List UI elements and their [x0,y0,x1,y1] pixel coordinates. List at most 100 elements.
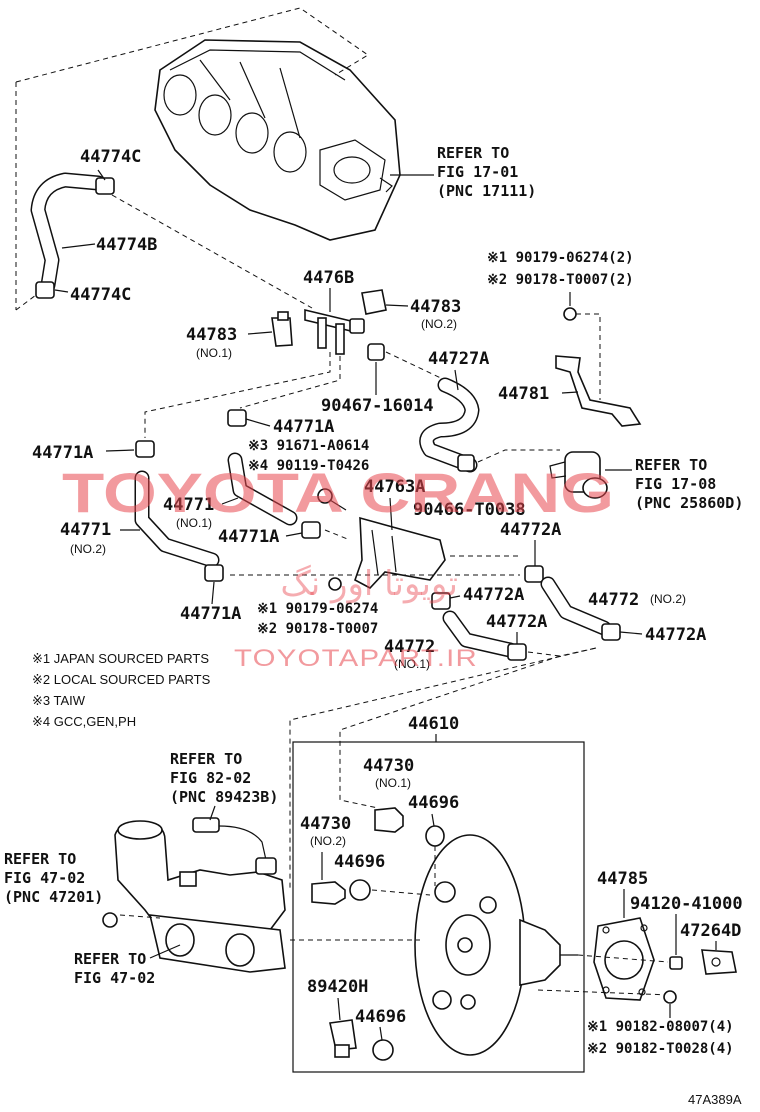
label-4476b: 4476B [303,268,354,288]
label-44772-no2: 44772 [588,590,639,610]
footnote-4: ※4 GCC,GEN,PH [32,714,136,729]
ref-fig-17-08-line3: (PNC 25860D) [635,494,743,512]
label-44771-left-sub: (NO.2) [70,542,106,556]
ref-fig-47-02-a-line3: (PNC 47201) [4,888,103,906]
brake-booster [414,834,578,1056]
label-44771a-bottom: 44771A [180,604,241,624]
ref-fig-47-02-b-line1: REFER TO [74,950,146,968]
note-90179-b: ※1 90179-06274 [257,601,378,617]
ref-fig-17-01-line3: (PNC 17111) [437,182,536,200]
label-44730-no2-sub: (NO.2) [310,834,346,848]
label-44772-no2-sub: (NO.2) [650,592,686,606]
label-44774c-top: 44774C [80,147,141,167]
label-44730-no1: 44730 [363,756,414,776]
footnote-3: ※3 TAIW [32,693,86,708]
ref-fig-82-02-line2: FIG 82-02 [170,769,251,787]
ref-fig-17-01-line2: FIG 17-01 [437,163,518,181]
vacuum-sensor-89420h [329,1019,357,1058]
label-44771a-center: 44771A [218,527,279,547]
label-44696-b: 44696 [334,852,385,872]
label-44696-c: 44696 [355,1007,406,1027]
hose-44771-no2 [134,470,224,582]
footnote-1: ※1 JAPAN SOURCED PARTS [32,651,209,666]
grommet-44696-b [349,879,371,901]
label-90466-t0038: 90466-T0038 [413,500,526,520]
grommet-44696-c [372,1039,394,1061]
bolt-note-90178: ※2 90178-T0007(2) [487,272,634,288]
hose-44771-no1 [227,452,298,526]
label-44774b: 44774B [96,235,157,255]
label-44783-no2: 44783 [410,297,461,317]
intake-manifold [154,39,401,241]
label-44772-no1: 44772 [384,637,435,657]
note-91671: ※3 91671-A0614 [248,438,369,454]
hose-44774b [30,172,115,299]
label-44772-no1-sub: (NO.1) [394,657,430,671]
watermark-brand: TOYOTA CRANG [62,461,614,524]
vacuum-valve [549,451,608,499]
ref-fig-17-08-line1: REFER TO [635,456,707,474]
clip-44783-no1 [271,311,293,347]
nut-90182 [663,990,677,1004]
label-44783-no2-sub: (NO.2) [421,317,457,331]
ref-fig-47-02-a-line2: FIG 47-02 [4,869,85,887]
label-44730-no2: 44730 [300,814,351,834]
ref-fig-17-08-line2: FIG 17-08 [635,475,716,493]
ref-fig-82-02-line3: (PNC 89423B) [170,788,278,806]
label-44772a-low: 44772A [486,612,547,632]
label-44610: 44610 [408,714,459,734]
bracket-44763a [354,516,446,589]
label-94120-41000: 94120-41000 [630,894,743,914]
grommet-44696-a [425,825,445,847]
ref-fig-17-01-line1: REFER TO [437,144,509,162]
master-cylinder [114,820,286,973]
check-valve-no2 [311,881,346,905]
label-44771a-top: 44771A [273,417,334,437]
label-44696-a: 44696 [408,793,459,813]
diagram-id: 47A389A [688,1092,742,1107]
note-90178-b: ※2 90178-T0007 [257,621,378,637]
nut-94120 [669,956,683,970]
hose-44727a [419,377,480,473]
label-44727a: 44727A [428,349,489,369]
ref-fig-82-02-line1: REFER TO [170,750,242,768]
note-90119: ※4 90119-T0426 [248,458,369,474]
bracket-44781 [555,355,642,427]
label-89420h: 89420H [307,977,368,997]
hose-44772-no1 [442,610,527,661]
fitting-4476b [304,308,365,355]
label-44771-mid-sub: (NO.1) [176,516,212,530]
watermark: TOYOTA CRANG تویوتا اور نگ TOYOTAPART.IR [62,461,614,672]
label-44774c-bottom: 44774C [70,285,131,305]
booster-assembly-box [292,741,585,1073]
watermark-persian: تویوتا اور نگ [280,564,458,604]
label-44785: 44785 [597,869,648,889]
label-44783-no1: 44783 [186,325,237,345]
note-90182-2: ※2 90182-T0028(4) [587,1041,734,1057]
label-44771-mid: 44771 [163,495,214,515]
bolt-note-90179: ※1 90179-06274(2) [487,250,634,266]
ref-fig-47-02-a-line1: REFER TO [4,850,76,868]
fluid-level-connector [192,817,277,875]
hose-44772-no2 [540,576,621,641]
label-44771-left: 44771 [60,520,111,540]
label-44781: 44781 [498,384,549,404]
label-44783-no1-sub: (NO.1) [196,346,232,360]
label-44763a: 44763A [364,477,425,497]
clevis-47264d [701,949,737,975]
ref-fig-47-02-b-line2: FIG 47-02 [74,969,155,987]
watermark-site: TOYOTAPART.IR [234,645,478,672]
label-44772a-mid: 44772A [463,585,524,605]
label-47264d: 47264D [680,921,741,941]
check-valve-no1 [374,807,404,833]
footnote-2: ※2 LOCAL SOURCED PARTS [32,672,211,687]
label-44771a-left: 44771A [32,443,93,463]
label-44772a-top: 44772A [500,520,561,540]
label-44772a-right: 44772A [645,625,706,645]
clip-44783-no2 [361,289,387,315]
label-44730-no1-sub: (NO.1) [375,776,411,790]
label-90467-16014: 90467-16014 [321,396,434,416]
note-90182-1: ※1 90182-08007(4) [587,1019,734,1035]
bolt [317,488,347,511]
